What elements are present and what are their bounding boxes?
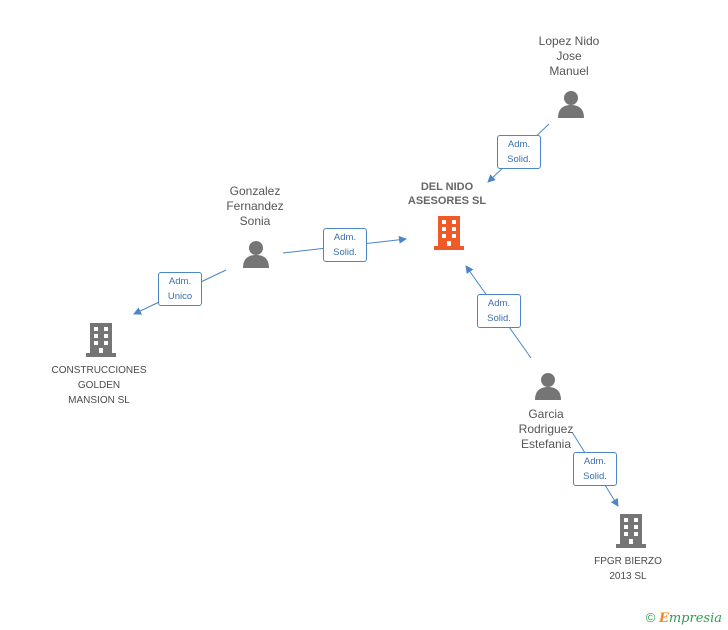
relation-badge-garcia-main[interactable]: Adm. Solid. <box>477 294 521 328</box>
building-icon[interactable] <box>86 323 116 357</box>
building-icon[interactable] <box>434 216 464 250</box>
garcia-person-label[interactable]: Garcia Rodriguez Estefania <box>518 407 574 451</box>
relation-badge-lopez-main[interactable]: Adm. Solid. <box>497 135 541 169</box>
person-icon[interactable] <box>534 372 562 400</box>
person-icon[interactable] <box>557 90 585 118</box>
brand-logo: Empresia <box>658 611 722 626</box>
relation-badge-gonzalez-main[interactable]: Adm. Solid. <box>323 228 367 262</box>
fpgr-company-label[interactable]: FPGR BIERZO 2013 SL <box>594 556 662 582</box>
main-company-label[interactable]: DEL NIDO ASESORES SL <box>407 181 487 207</box>
relation-badge-gonzalez-construcciones[interactable]: Adm. Unico <box>158 272 202 306</box>
relation-badge-garcia-fpgr[interactable]: Adm. Solid. <box>573 452 617 486</box>
lopez-person-label[interactable]: Lopez Nido Jose Manuel <box>538 34 600 78</box>
gonzalez-person-label[interactable]: Gonzalez Fernandez Sonia <box>226 184 284 228</box>
construcciones-company-label[interactable]: CONSTRUCCIONES GOLDEN MANSION SL <box>51 365 147 406</box>
footer-brand: © Empresia <box>646 610 722 626</box>
building-icon[interactable] <box>616 514 646 548</box>
copyright-icon: © <box>645 610 656 625</box>
person-icon[interactable] <box>242 240 270 268</box>
